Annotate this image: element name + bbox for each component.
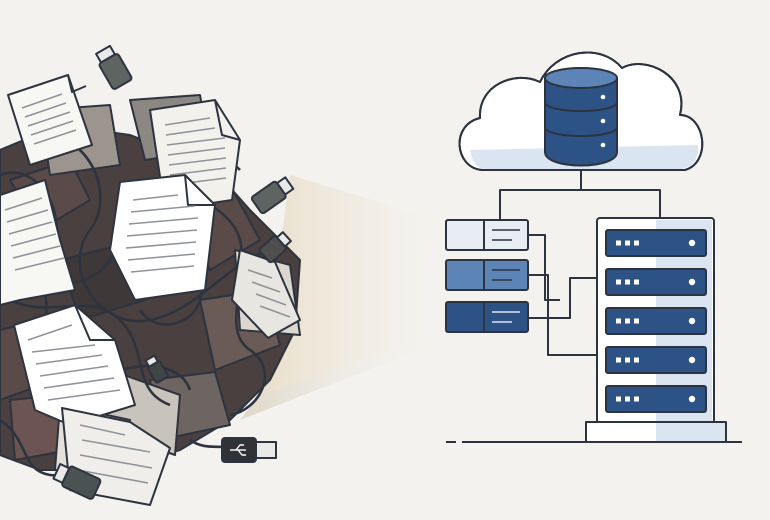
- usb-drive-icon: [250, 176, 295, 215]
- server-led: [625, 318, 630, 324]
- usb-drive-icon: [52, 463, 102, 500]
- document-icon: [0, 179, 76, 306]
- usb-drive-icon: [95, 44, 133, 90]
- document-icon: [13, 304, 136, 426]
- server-power-indicator: [688, 317, 696, 325]
- document-icon: [109, 174, 216, 301]
- usb-drive-icon: [221, 437, 277, 463]
- server-led: [616, 396, 621, 402]
- server-led: [616, 357, 621, 363]
- server-unit: [605, 385, 707, 413]
- server-unit: [605, 268, 707, 296]
- server-rack-icon: [585, 217, 727, 443]
- database-icon: [544, 67, 618, 167]
- server-led: [616, 279, 621, 285]
- storage-module-light: [445, 219, 529, 251]
- transfer-beam: [240, 175, 445, 420]
- server-units: [605, 229, 707, 413]
- server-led: [634, 318, 639, 324]
- server-led: [625, 279, 630, 285]
- connection-lines: [499, 170, 661, 356]
- server-led: [616, 318, 621, 324]
- server-power-indicator: [688, 278, 696, 286]
- server-power-indicator: [688, 356, 696, 364]
- server-led: [625, 396, 630, 402]
- cluttered-storage-pile: [0, 44, 301, 506]
- server-led: [625, 357, 630, 363]
- storage-module-dark: [445, 301, 529, 333]
- storage-module-mid: [445, 259, 529, 291]
- server-led: [616, 240, 621, 246]
- document-icon: [7, 74, 93, 166]
- server-unit: [605, 229, 707, 257]
- server-led: [625, 240, 630, 246]
- usb-drive-icon: [258, 231, 292, 264]
- organized-cloud-storage: [445, 51, 742, 443]
- server-unit: [605, 307, 707, 335]
- server-led: [634, 396, 639, 402]
- server-power-indicator: [688, 395, 696, 403]
- server-power-indicator: [688, 239, 696, 247]
- usb-drive-icon: [144, 354, 169, 384]
- server-led: [634, 357, 639, 363]
- server-led: [634, 279, 639, 285]
- server-unit: [605, 346, 707, 374]
- server-led: [634, 240, 639, 246]
